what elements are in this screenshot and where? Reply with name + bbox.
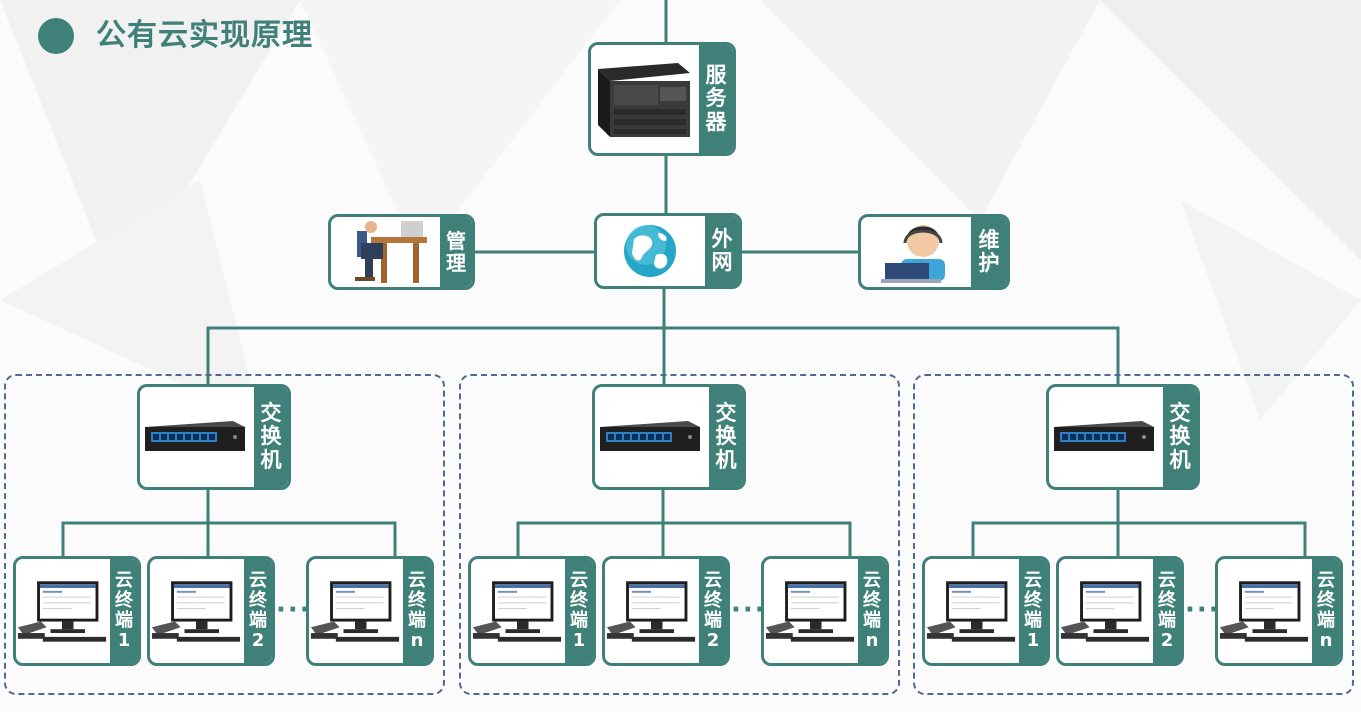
more-terminals-ellipsis: ··· <box>276 595 312 625</box>
more-terminals-ellipsis: ··· <box>1185 595 1221 625</box>
switch-label: 交换机 <box>709 387 743 487</box>
desktop-terminal-icon <box>16 559 108 663</box>
maintenance-label: 维护 <box>971 217 1007 287</box>
title-bullet-icon <box>38 18 74 54</box>
management-node: 管理 <box>328 214 475 290</box>
switch-group <box>4 374 445 695</box>
desktop-terminal-icon <box>150 559 242 663</box>
management-label: 管理 <box>440 217 472 287</box>
switch-node: 交换机 <box>1046 384 1200 490</box>
internet-label: 外网 <box>705 216 739 286</box>
desktop-terminal-icon <box>309 559 401 663</box>
more-terminals-ellipsis: ··· <box>731 595 767 625</box>
desktop-terminal-icon <box>764 559 856 663</box>
desktop-terminal-icon <box>1218 559 1310 663</box>
switch-label: 交换机 <box>1163 387 1197 487</box>
network-switch-icon <box>595 387 705 487</box>
office-worker-desk-icon <box>331 217 438 287</box>
switch-group <box>913 374 1354 695</box>
globe-icon <box>597 216 703 286</box>
switch-node: 交换机 <box>137 384 291 490</box>
page-title: 公有云实现原理 <box>96 18 313 53</box>
server-label: 服务器 <box>699 45 733 153</box>
server-node: 服务器 <box>588 42 736 156</box>
support-agent-laptop-icon <box>861 217 971 287</box>
desktop-terminal-icon <box>471 559 563 663</box>
switch-group <box>459 374 900 695</box>
network-switch-icon <box>140 387 250 487</box>
desktop-terminal-icon <box>925 559 1017 663</box>
switch-node: 交换机 <box>592 384 746 490</box>
desktop-terminal-icon <box>1059 559 1151 663</box>
maintenance-node: 维护 <box>858 214 1010 290</box>
network-switch-icon <box>1049 387 1159 487</box>
internet-node: 外网 <box>594 213 742 289</box>
switch-label: 交换机 <box>254 387 288 487</box>
desktop-terminal-icon <box>605 559 697 663</box>
server-rack-icon <box>591 45 697 153</box>
